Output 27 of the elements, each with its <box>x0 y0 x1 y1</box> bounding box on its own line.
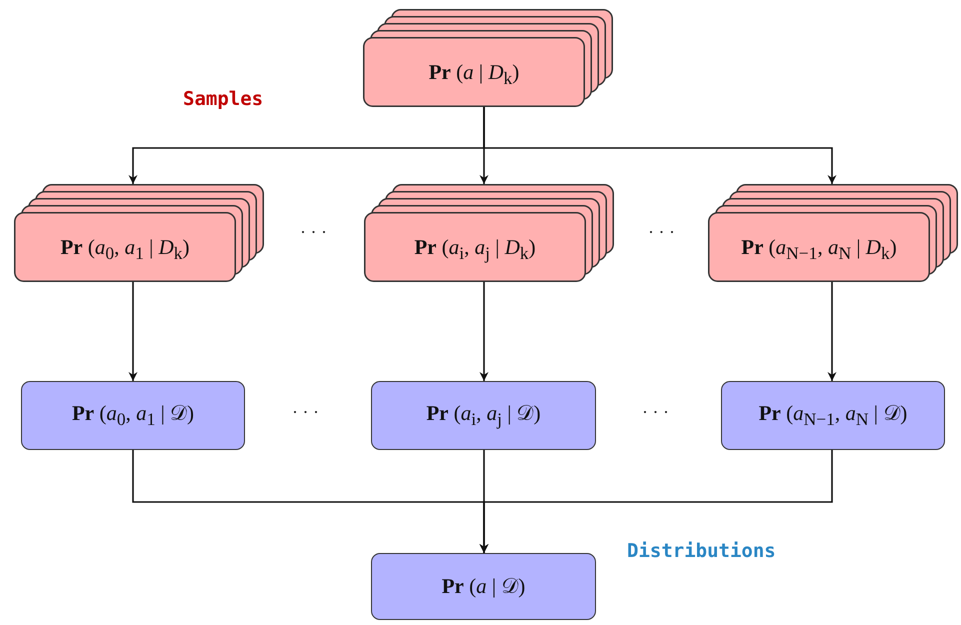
formula-text: Pr (a$_{i}$, a$_{j}$ | D$_{k}$) <box>413 234 537 266</box>
ellipsis: · · · <box>300 222 327 243</box>
arrow <box>480 450 833 553</box>
arrow <box>480 282 488 381</box>
ellipsis: · · · <box>642 402 669 423</box>
stacked-process-box <box>364 184 614 282</box>
process-box <box>721 381 945 450</box>
formula-text: Pr (a$_{0}$, a$_{1}$ | D$_{k}$) <box>59 234 191 266</box>
formula-text: Pr (a$_{0}$, a$_{1}$ | 𝒟) <box>72 400 194 430</box>
stacked-process-box <box>363 9 613 107</box>
formula-text: Pr (a | 𝒟) <box>442 574 526 599</box>
section-heading: Distributions <box>627 540 776 562</box>
ellipsis: · · · <box>648 222 675 243</box>
process-box <box>371 553 596 620</box>
formula-text: Pr (a$_{i}$, a$_{j}$ | 𝒟) <box>426 400 541 430</box>
arrow <box>483 107 836 184</box>
process-box <box>21 381 245 450</box>
stacked-process-box <box>708 184 958 282</box>
arrow <box>128 282 138 381</box>
arrow <box>828 282 836 381</box>
ellipsis: · · · <box>292 402 319 423</box>
formula-text: Pr (a$_{N−1}$, a$_{N}$ | 𝒟) <box>758 400 908 430</box>
process-box <box>371 381 596 450</box>
section-heading: Samples <box>183 88 264 110</box>
stacked-process-box <box>14 184 264 282</box>
formula-text: Pr (a | D$_{k}$) <box>428 59 520 90</box>
formula-text: Pr (a$_{N−1}$, a$_{N}$ | D$_{k}$) <box>740 234 898 266</box>
